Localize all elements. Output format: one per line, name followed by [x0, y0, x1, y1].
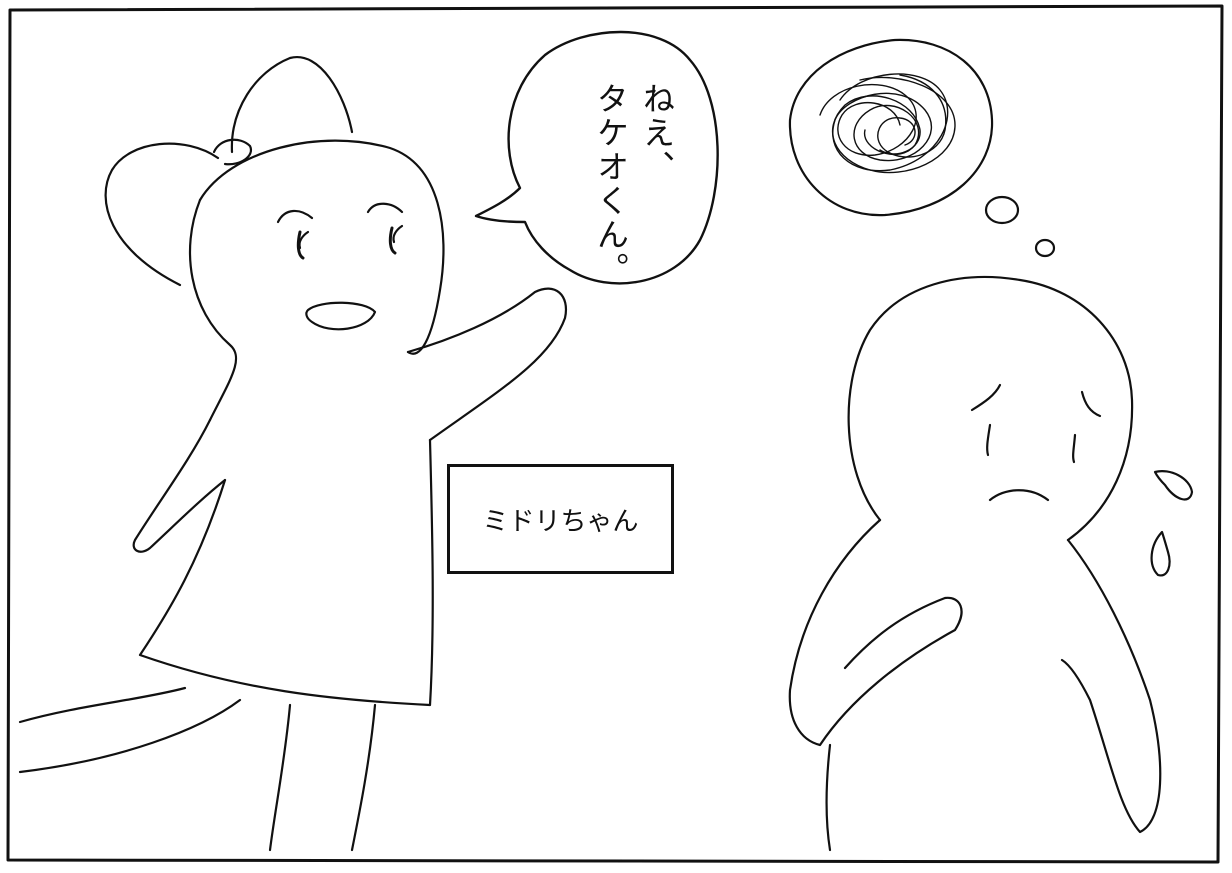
tangled-scribble	[819, 73, 956, 174]
panel-frame	[6, 4, 1224, 864]
character-name-label: ミドリちゃん	[447, 464, 674, 574]
speech-bubble-text: ねえ、 タケオくん。	[592, 82, 676, 286]
midori-chan-figure	[18, 55, 568, 852]
speech-bubble	[474, 30, 719, 285]
thought-bubble	[788, 38, 1056, 258]
takeo-kun-figure	[788, 275, 1194, 852]
